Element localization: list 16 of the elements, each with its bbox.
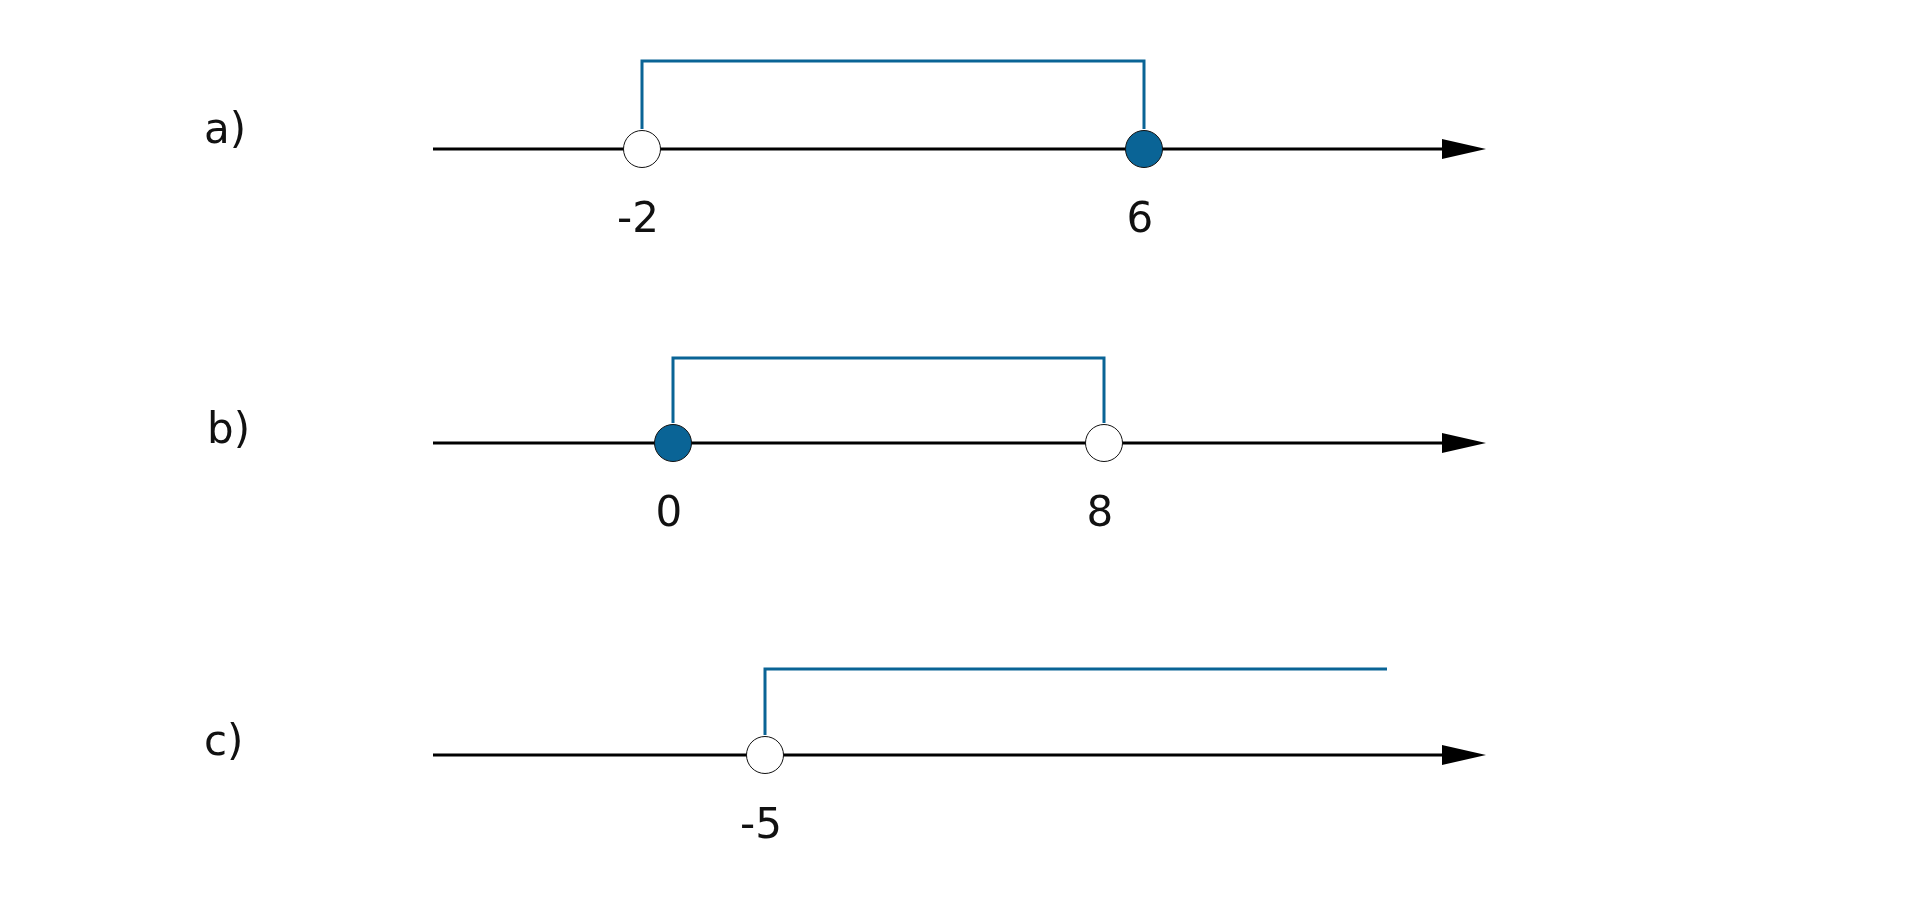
tick-label: 0: [655, 491, 683, 533]
tick-label: 8: [1086, 491, 1114, 533]
open-circle: [746, 736, 784, 774]
tick-label: 6: [1126, 197, 1154, 239]
tick-label: -2: [617, 197, 659, 239]
part-label: b): [207, 408, 251, 450]
tick-label: -5: [740, 803, 782, 845]
open-circle: [1085, 424, 1123, 462]
filled-dot: [654, 424, 692, 462]
part-label: c): [204, 720, 244, 762]
open-circle: [623, 130, 661, 168]
part-label: a): [204, 108, 247, 150]
interval-bracket: [671, 356, 1106, 423]
filled-dot: [1125, 130, 1163, 168]
interval-bracket: [763, 667, 1387, 735]
interval-bracket: [640, 59, 1146, 129]
